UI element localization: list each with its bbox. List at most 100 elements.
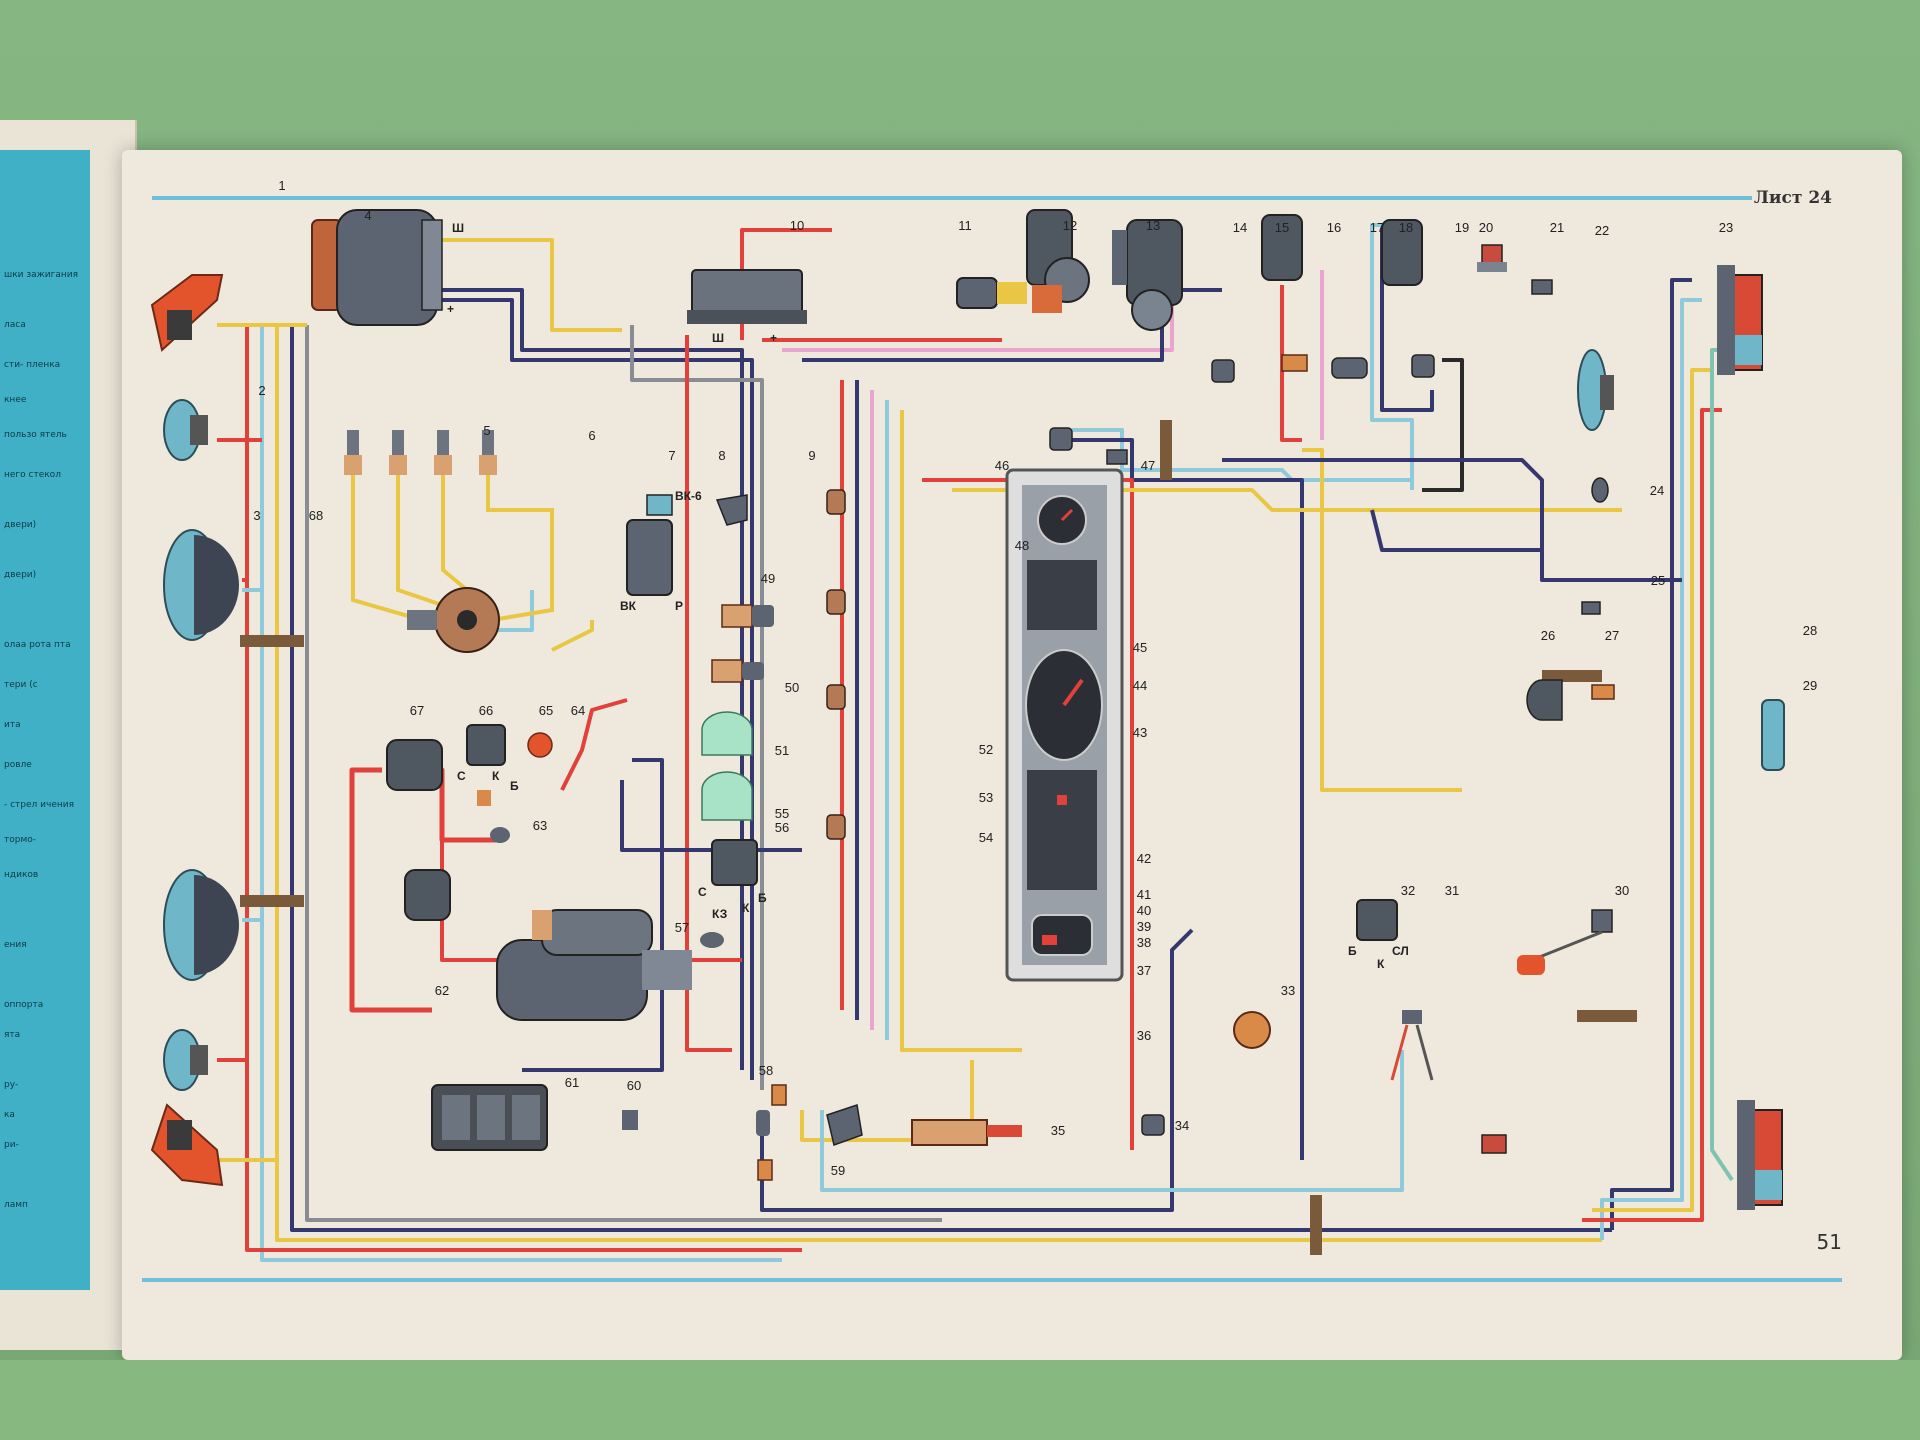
temperature-sensor — [711, 659, 764, 683]
callout-7: 7 — [668, 448, 675, 463]
left-page-fragment: ения — [4, 940, 27, 950]
relay — [1356, 899, 1398, 941]
callout-27: 27 — [1605, 628, 1619, 643]
sensor — [1581, 601, 1601, 615]
lamp — [490, 827, 510, 843]
fuse — [1591, 684, 1615, 700]
left-page-fragment: ндиков — [4, 870, 39, 880]
left-page-fragment: ласа — [4, 320, 26, 330]
rear-lamp-right-top — [1717, 265, 1763, 375]
wire-yellow — [800, 1060, 974, 1142]
callout-20: 20 — [1479, 220, 1493, 235]
wire-navy — [1222, 458, 1544, 580]
wiring-diagram: 1 2 3 4 5 6 7 8 9 10 11 12 13 14 15 16 1… — [142, 178, 1842, 1282]
callout-68: 68 — [309, 508, 323, 523]
wiper-motor — [1026, 209, 1090, 313]
terminal-label: Р — [675, 599, 683, 613]
callout-2: 2 — [258, 383, 265, 398]
callout-4: 4 — [364, 208, 371, 223]
wire-yellow — [1302, 448, 1462, 792]
voltage-regulator — [687, 269, 807, 324]
wire-red — [1280, 285, 1302, 442]
left-page-fragment: оппорта — [4, 1000, 44, 1010]
left-page-fragment: двери) — [4, 570, 37, 580]
spark-plug — [479, 430, 497, 475]
left-page-fragment: ровле — [4, 760, 32, 770]
callout-66: 66 — [479, 703, 493, 718]
wire-lightblue — [1072, 428, 1412, 482]
left-page-fragment: олаа рота пта — [4, 640, 71, 650]
callout-42: 42 — [1137, 851, 1151, 866]
fuel-level-sensor — [1517, 909, 1613, 975]
left-page-fragment: кнее — [4, 395, 27, 405]
headlight-left-lower — [163, 869, 239, 981]
fuel-pump-sensor — [1481, 1134, 1507, 1154]
callout-34: 34 — [1175, 1118, 1189, 1133]
page-number: 51 — [1816, 1230, 1842, 1254]
wire-red — [349, 767, 432, 1013]
left-page-fragment: ята — [4, 1030, 21, 1040]
terminal-block — [1577, 1010, 1637, 1022]
callout-41: 41 — [1137, 887, 1151, 902]
spark-plug — [389, 430, 407, 475]
callout-35: 35 — [1051, 1123, 1065, 1138]
left-page-text-strip: шки зажигания ласа сти- пленка кнее поль… — [0, 150, 90, 1290]
callout-57: 57 — [675, 920, 689, 935]
callout-23: 23 — [1719, 220, 1733, 235]
callout-32: 32 — [1401, 883, 1415, 898]
terminal-block — [240, 895, 304, 907]
wire-yellow — [900, 410, 1022, 1052]
callout-16: 16 — [1327, 220, 1341, 235]
wire-yellow — [1592, 368, 1712, 1212]
wire-harness — [217, 223, 1734, 1262]
left-page-fragment: ламп — [4, 1200, 28, 1210]
callout-14: 14 — [1233, 220, 1247, 235]
terminal-label: Ш — [712, 331, 724, 345]
left-page-fragment: сти- пленка — [4, 360, 61, 370]
callout-21: 21 — [1550, 220, 1564, 235]
callout-29: 29 — [1803, 678, 1817, 693]
callout-17: 17 — [1370, 220, 1384, 235]
horn — [1577, 349, 1614, 431]
left-page-fragment: тормо- — [4, 835, 37, 845]
callout-50: 50 — [785, 680, 799, 695]
wire-yellow — [442, 238, 622, 332]
callout-11: 11 — [958, 218, 972, 233]
callout-6: 6 — [588, 428, 595, 443]
callout-38: 38 — [1137, 935, 1151, 950]
sensor-round — [1233, 1011, 1271, 1049]
terminal-label: К — [742, 901, 750, 915]
spark-plug — [434, 430, 452, 475]
terminal-block — [1542, 670, 1602, 682]
terminal-block — [1160, 420, 1172, 480]
switch — [1211, 359, 1235, 383]
callout-1: 1 — [278, 178, 285, 193]
wire-navy — [442, 288, 744, 1070]
callout-25: 25 — [1651, 573, 1665, 588]
terminal-letters: Ш + Ш + ВК-6 ВК Р С К Б С КЗ К Б Б К СЛ — [447, 221, 1409, 971]
callout-52: 52 — [979, 742, 993, 757]
fuse — [756, 1084, 787, 1181]
side-lamp-lower — [163, 1029, 208, 1091]
headlight-left — [163, 529, 239, 641]
callout-59: 59 — [831, 1163, 845, 1178]
wire-red — [245, 325, 802, 1252]
callout-46: 46 — [995, 458, 1009, 473]
callout-65: 65 — [539, 703, 553, 718]
callout-28: 28 — [1803, 623, 1817, 638]
terminal-label: К — [1377, 957, 1385, 971]
switch — [700, 932, 724, 948]
horn — [386, 739, 451, 921]
callout-63: 63 — [533, 818, 547, 833]
wire-gray — [630, 325, 764, 1090]
relay-small — [826, 489, 846, 840]
switch — [1411, 354, 1435, 378]
terminal-label: Б — [758, 891, 767, 905]
license-plate-lamp — [1761, 699, 1785, 771]
callout-58: 58 — [759, 1063, 773, 1078]
wire-lightblue — [820, 1050, 1404, 1192]
terminal-label: + — [447, 302, 454, 316]
brake-fluid-sensor — [701, 771, 753, 821]
wire-yellow — [551, 620, 594, 652]
instrument-cluster — [1005, 468, 1124, 982]
